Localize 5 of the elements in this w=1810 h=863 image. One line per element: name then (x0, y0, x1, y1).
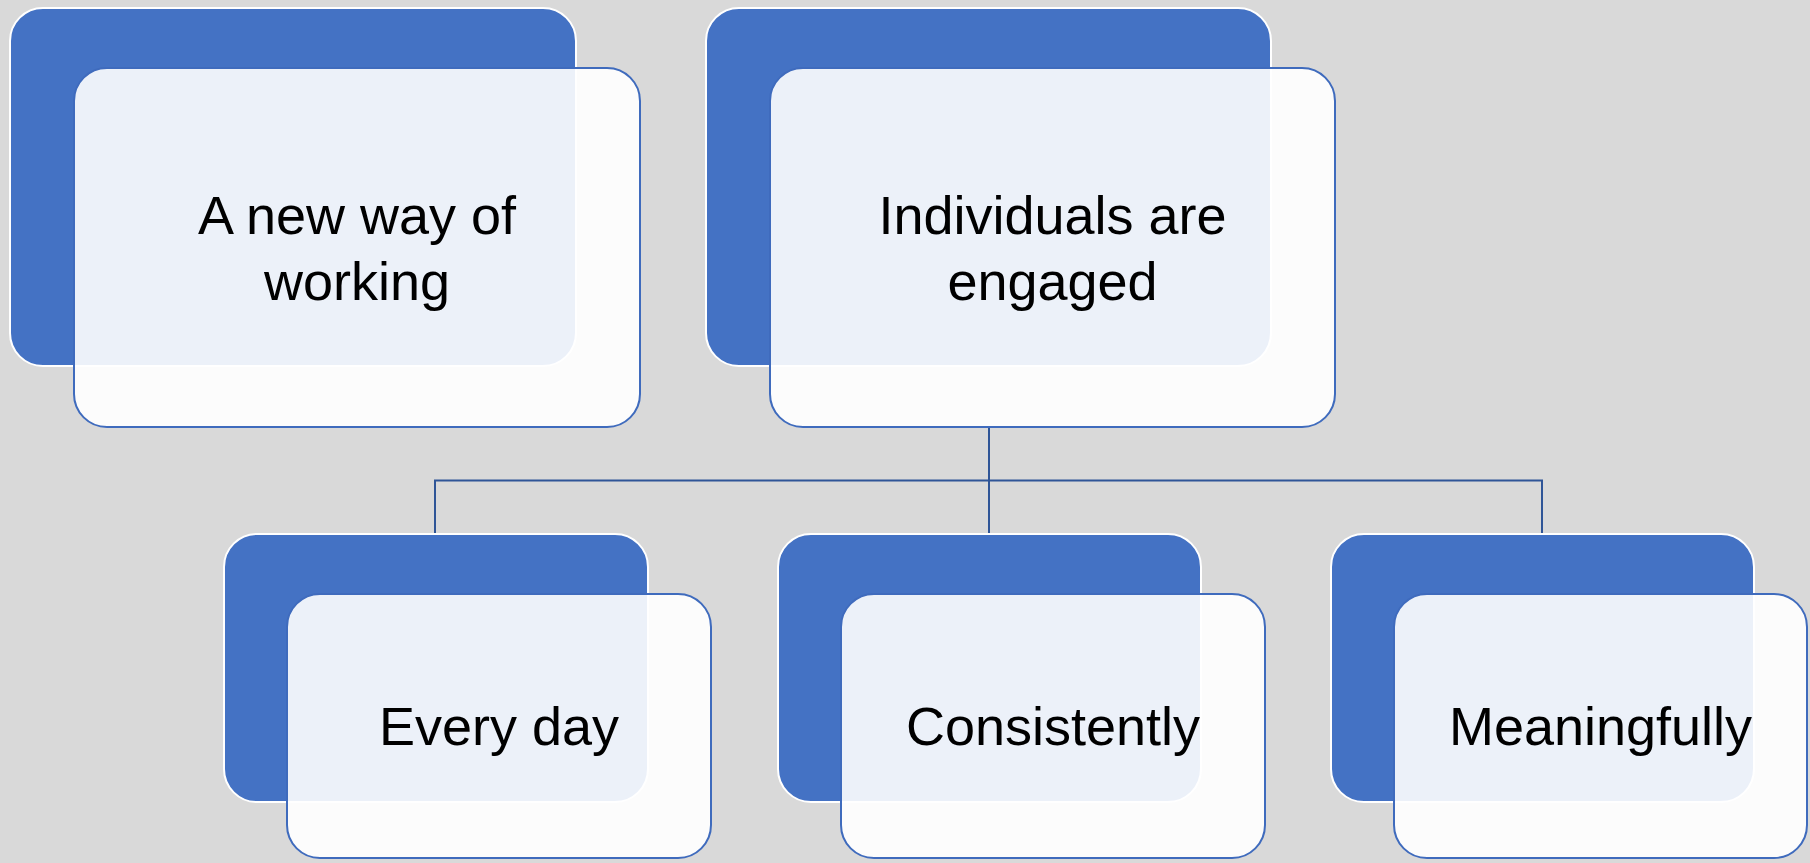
card-label: Individuals are engaged (877, 183, 1228, 313)
card-label: Every day (377, 695, 621, 758)
card-label: A new way of working (196, 183, 518, 313)
card-label: Meaningfully (1447, 695, 1754, 758)
card-label: Consistently (904, 695, 1202, 758)
